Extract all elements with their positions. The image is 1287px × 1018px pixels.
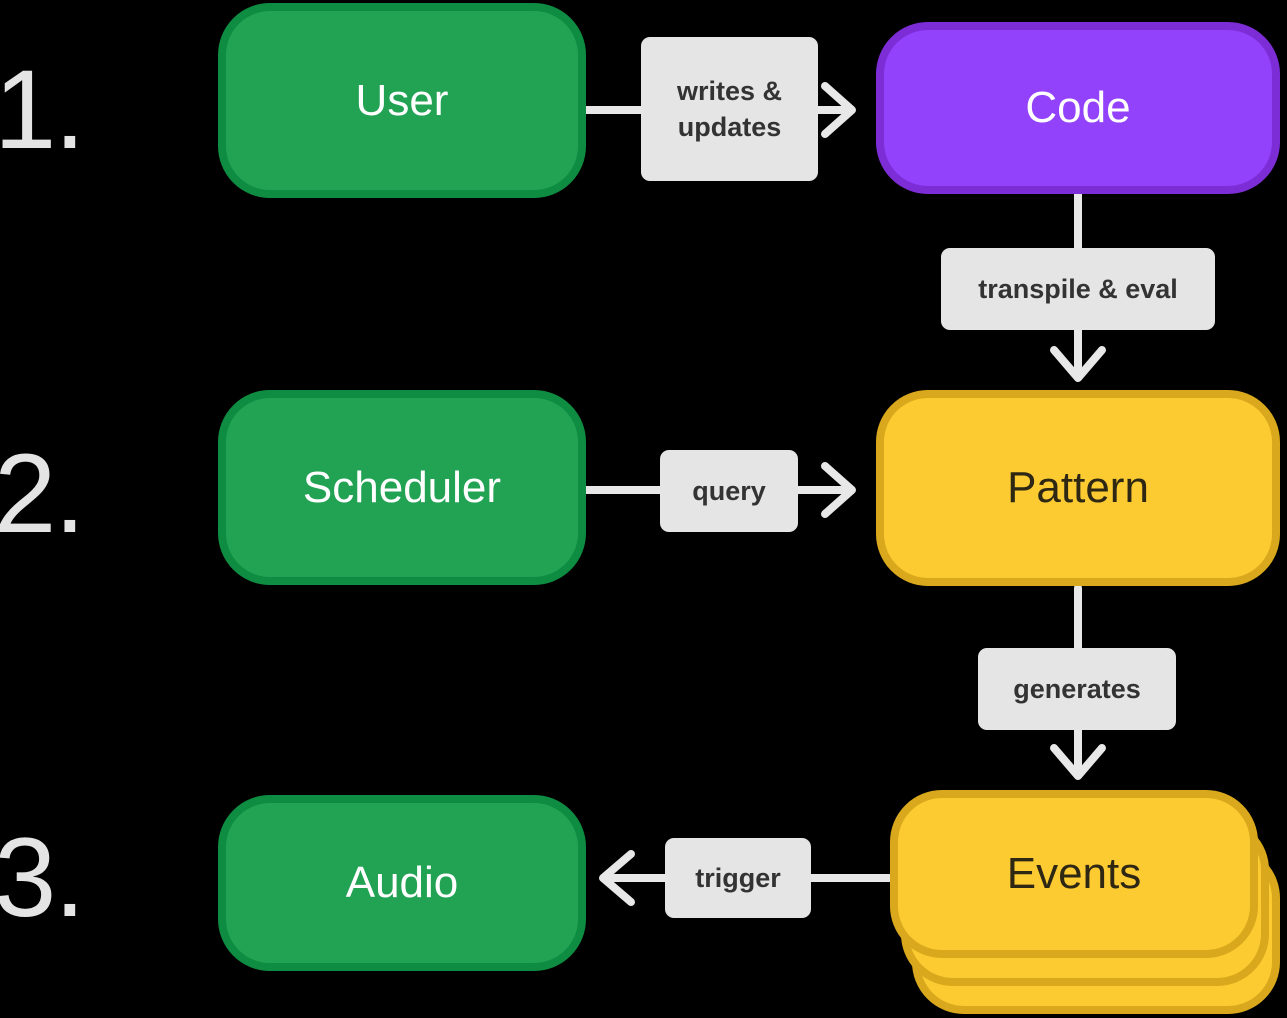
node-user-label: User [355,75,449,125]
edge-label-query: query [660,450,798,532]
node-pattern[interactable]: Pattern [876,390,1280,586]
edge-label-writes-updates: writes & updates [641,37,818,181]
node-events[interactable]: Events [890,790,1287,1018]
edge-label-generates: generates [978,648,1176,730]
step-number-2: 2. [0,431,85,556]
node-pattern-label: Pattern [1007,463,1149,512]
node-scheduler[interactable]: Scheduler [218,390,586,585]
node-user[interactable]: User [218,3,586,198]
node-code[interactable]: Code [876,22,1280,194]
step-number-1: 1. [0,47,85,172]
node-audio-label: Audio [345,858,459,907]
edge-label-transpile-eval: transpile & eval [941,248,1215,330]
node-events-label: Events [1006,849,1142,898]
edge-label-trigger: trigger [665,838,811,918]
node-events-layer-front: Events [890,790,1258,958]
node-audio[interactable]: Audio [218,795,586,971]
step-number-3: 3. [0,815,85,940]
node-code-label: Code [1025,83,1131,132]
node-scheduler-label: Scheduler [302,462,502,512]
